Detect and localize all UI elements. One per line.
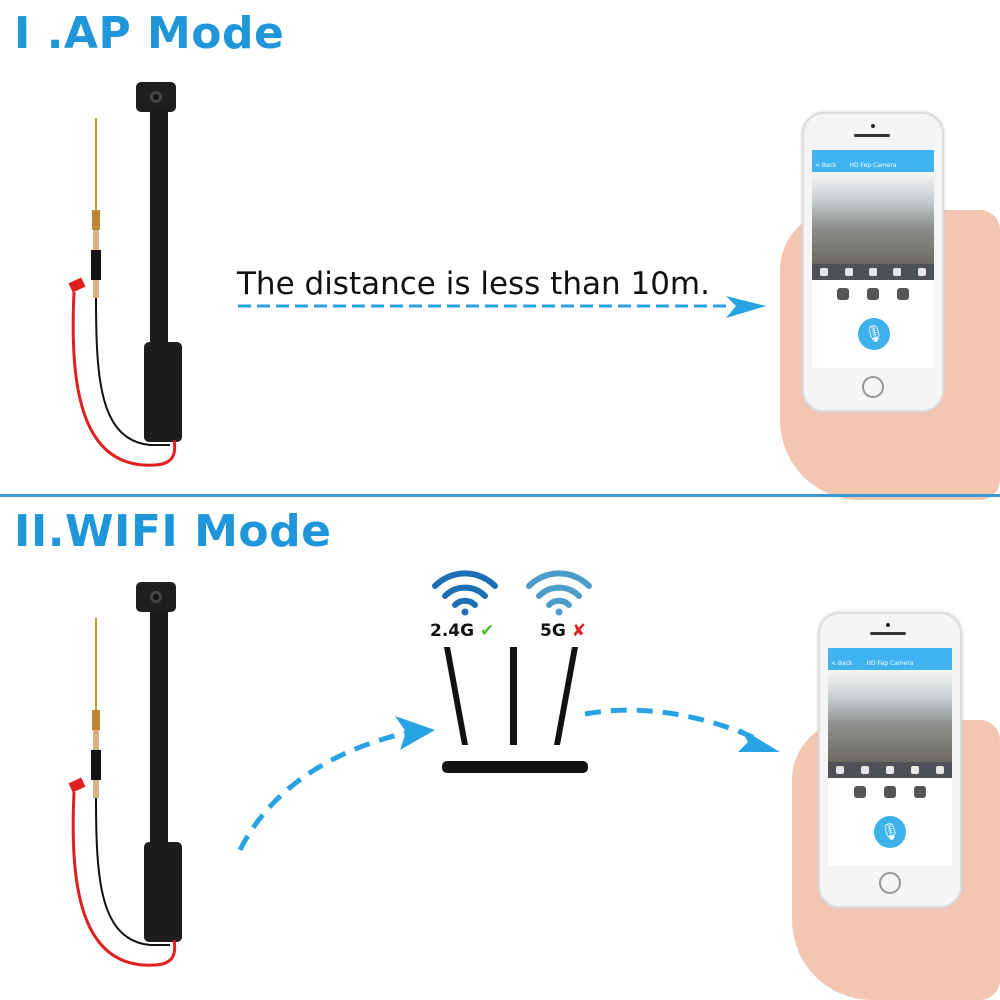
section-divider — [0, 494, 1000, 497]
snapshot-icon[interactable] — [836, 766, 845, 774]
alarm-icon[interactable] — [884, 786, 896, 798]
play-icon[interactable] — [837, 288, 849, 300]
dashed-arrow-to-router — [237, 716, 435, 852]
phone-ap: < Back HD Fep Camera 🎙 — [802, 112, 944, 412]
home-button[interactable] — [862, 376, 884, 398]
control-bar — [812, 264, 934, 280]
camera-feed — [828, 670, 952, 762]
settings-icon[interactable] — [914, 786, 926, 798]
dashed-arrow-to-phone — [584, 707, 780, 752]
distance-caption: The distance is less than 10m. — [237, 266, 710, 302]
band-24g-label: 2.4G ✔ — [430, 621, 495, 641]
dashed-arrow-ap — [238, 296, 766, 318]
play-icon[interactable] — [854, 786, 866, 798]
action-buttons — [828, 786, 952, 798]
microphone-icon: 🎙 — [863, 324, 885, 343]
settings-icon[interactable] — [897, 288, 909, 300]
cross-icon: ✘ — [571, 621, 586, 641]
status-bar — [828, 648, 952, 658]
control-bar — [828, 762, 952, 778]
record-icon[interactable] — [861, 766, 870, 774]
wifi-mode-heading: II.WIFI Mode — [14, 506, 332, 557]
wifi-24g-icon — [432, 570, 498, 616]
night-icon[interactable] — [910, 766, 919, 774]
snapshot-icon[interactable] — [820, 268, 829, 276]
phone-wifi: < Back HD Fep Camera 🎙 — [818, 612, 962, 908]
fullscreen-icon[interactable] — [935, 766, 944, 774]
close-icon[interactable] — [885, 766, 894, 774]
band-5g-label: 5G ✘ — [540, 621, 586, 641]
close-icon[interactable] — [868, 268, 877, 276]
mic-button[interactable]: 🎙 — [874, 816, 906, 848]
phone-screen-wifi: < Back HD Fep Camera 🎙 — [828, 648, 952, 866]
fullscreen-icon[interactable] — [917, 268, 926, 276]
home-button[interactable] — [879, 872, 901, 894]
front-camera — [886, 623, 890, 627]
check-icon: ✔ — [480, 621, 495, 641]
ap-mode-heading: I .AP Mode — [14, 8, 285, 59]
camera-feed — [812, 172, 934, 264]
record-icon[interactable] — [844, 268, 853, 276]
front-camera — [871, 124, 875, 128]
camera-module-ap — [68, 82, 182, 467]
app-title: HD Fep Camera — [866, 660, 914, 667]
speaker-slot — [870, 632, 906, 635]
back-link[interactable]: < Back — [831, 660, 853, 667]
mic-button[interactable]: 🎙 — [858, 318, 890, 350]
action-buttons — [812, 288, 934, 300]
camera-module-wifi — [68, 582, 182, 967]
alarm-icon[interactable] — [867, 288, 879, 300]
back-link[interactable]: < Back — [815, 162, 837, 169]
app-title-bar: < Back HD Fep Camera — [812, 160, 934, 172]
app-title-bar: < Back HD Fep Camera — [828, 658, 952, 670]
phone-screen-ap: < Back HD Fep Camera 🎙 — [812, 150, 934, 368]
status-bar — [812, 150, 934, 160]
app-title: HD Fep Camera — [849, 162, 897, 169]
night-icon[interactable] — [893, 268, 902, 276]
wifi-5g-icon — [526, 570, 592, 616]
router — [442, 647, 588, 773]
microphone-icon: 🎙 — [879, 822, 901, 841]
speaker-slot — [854, 134, 890, 137]
